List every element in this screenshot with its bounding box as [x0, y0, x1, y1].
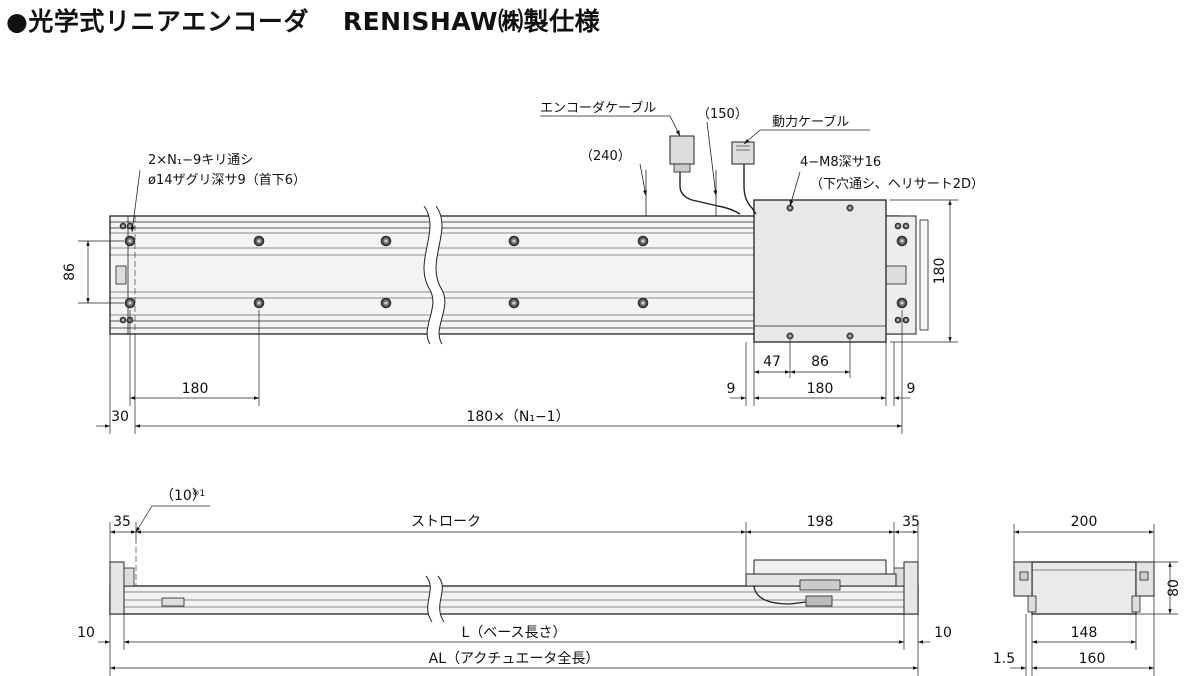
- top-dimension-lines: [78, 199, 958, 434]
- dim-35-left: 35: [113, 514, 131, 530]
- top-labels: [130, 115, 870, 233]
- break-mark: [423, 205, 446, 345]
- side-view: （10） ※1 35 ストローク 198 35 10 L（ベース長さ） 10 A…: [77, 488, 952, 676]
- hole-label-1: 2×N₁−9キリ通シ: [148, 153, 253, 168]
- dim-base-length: L（ベース長さ）: [461, 625, 566, 641]
- dim-stroke: ストローク: [411, 514, 481, 530]
- dim-200: 200: [1071, 514, 1098, 530]
- mounting-holes: [119, 222, 910, 324]
- side-dimension-lines: [98, 505, 930, 676]
- dim-9-right: 9: [907, 381, 916, 397]
- dim-150: （150）: [697, 107, 748, 122]
- hole-label-2: ø14ザグリ深サ9（首下6）: [148, 173, 306, 188]
- side-break-mark: [425, 575, 445, 623]
- dim-9-left: 9: [727, 381, 736, 397]
- top-view: 2×N₁−9キリ通シ ø14ザグリ深サ9（首下6） エンコーダケーブル 動力ケー…: [62, 100, 984, 434]
- dim-160: 160: [1079, 651, 1106, 667]
- dim-35-right: 35: [902, 514, 920, 530]
- dim-240: （240）: [580, 149, 631, 164]
- page-title: ●光学式リニアエンコーダ RENISHAW㈱製仕様: [6, 2, 600, 38]
- dim-198: 198: [807, 514, 834, 530]
- title-main: ●光学式リニアエンコーダ: [6, 7, 309, 36]
- slider-holes-label-1: 4−M8深サ16: [800, 155, 881, 170]
- cables: [669, 135, 757, 215]
- side-body: [109, 538, 919, 615]
- note-mark: ※1: [192, 489, 205, 499]
- end-body: [1013, 561, 1155, 615]
- dim-148: 148: [1071, 625, 1098, 641]
- dim-180-pitch: 180: [182, 381, 209, 397]
- dim-10-right: 10: [934, 625, 952, 641]
- end-dimension-lines: [1010, 524, 1178, 676]
- dim-180-slider: 180: [807, 381, 834, 397]
- dim-180-vertical: 180: [932, 258, 948, 285]
- slider-holes-label-2: （下穴通シ、ヘリサート2D）: [810, 177, 984, 192]
- dim-10-note: （10）: [160, 488, 206, 504]
- dim-pitch-total: 180×（N₁−1）: [466, 409, 569, 425]
- slider-block: [753, 199, 887, 343]
- dim-80: 80: [1166, 579, 1182, 597]
- title-model: RENISHAW㈱製仕様: [342, 7, 601, 36]
- dim-1-5: 1.5: [993, 651, 1015, 667]
- dim-86-vertical: 86: [62, 263, 78, 281]
- dim-10-left: 10: [77, 625, 95, 641]
- end-view: 200 80 148 1.5 160: [993, 514, 1182, 676]
- power-cable-label: 動力ケーブル: [772, 114, 849, 130]
- dim-30: 30: [111, 409, 129, 425]
- dim-actuator-length: AL（アクチュエータ全長）: [429, 650, 600, 667]
- encoder-cable-label: エンコーダケーブル: [540, 100, 656, 116]
- dim-47: 47: [763, 354, 781, 370]
- dim-86-slider: 86: [811, 354, 829, 370]
